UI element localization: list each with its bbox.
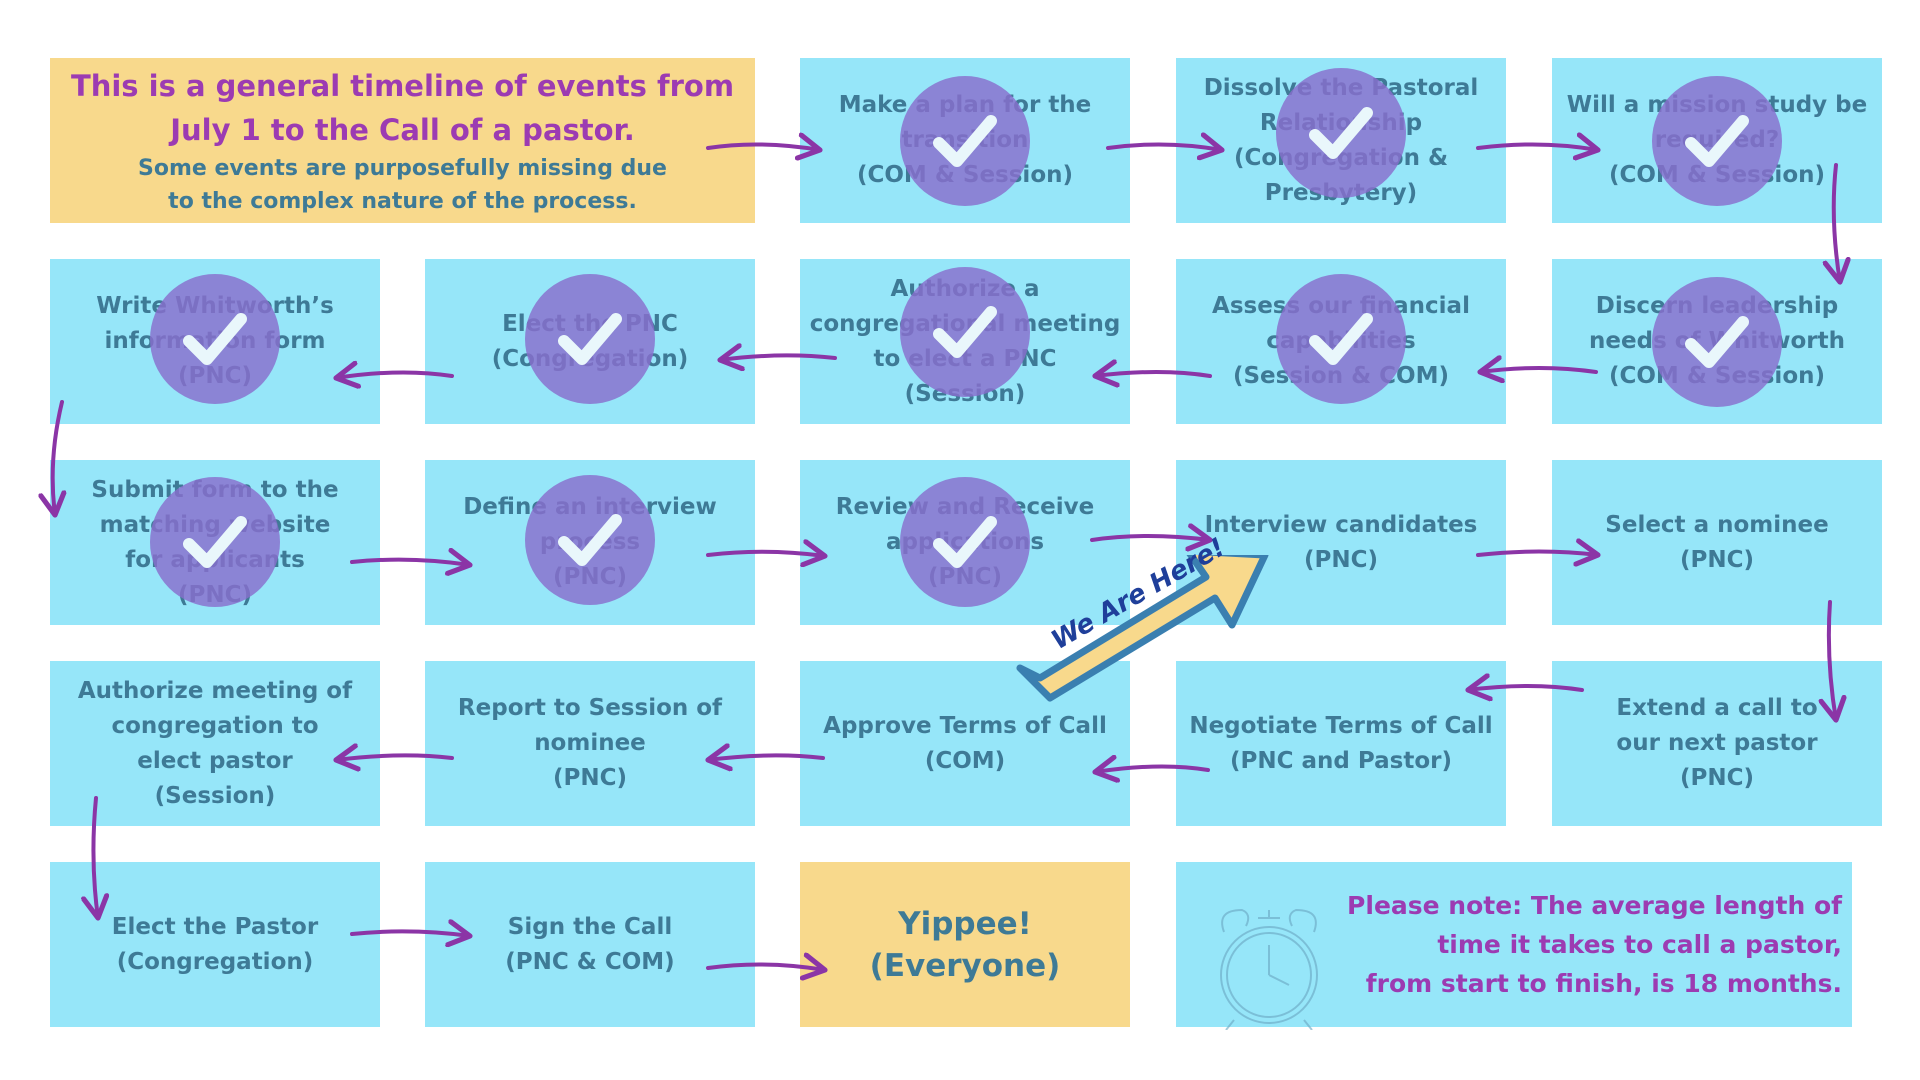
arrow-step14-to-step15 (1468, 686, 1584, 690)
step-19-line-2: (Congregation) (116, 948, 314, 975)
intro-subtitle-line-2: to the complex nature of the process. (168, 188, 637, 214)
arrow-step11-to-step12 (1090, 536, 1210, 540)
arrow-step12-to-step13 (1476, 552, 1598, 556)
intro-title-line-2: July 1 to the Call of a pastor. (170, 112, 635, 147)
arrow-step8-to-step9 (53, 400, 62, 515)
note-line-1: Please note: The average length of (1347, 891, 1842, 920)
alarm-clock-icon (1220, 908, 1318, 1030)
step-18-line-4: (Session) (154, 782, 276, 809)
arrow-step7-to-step8 (336, 372, 454, 378)
step-box-4: Discern leadershipneeds of Whitworth(COM… (1552, 259, 1882, 424)
step-box-16: Approve Terms of Call (COM) (800, 661, 1130, 826)
arrow-step13-to-step14 (1829, 600, 1836, 720)
step-box-19: Elect the Pastor (Congregation) (50, 862, 380, 1027)
step-13-line-1: Select a nominee (1605, 511, 1829, 538)
step-20-line-2: (PNC & COM) (505, 948, 675, 975)
step-15-line-1: Negotiate Terms of Call (1189, 712, 1493, 739)
step-13-line-2: (PNC) (1679, 546, 1754, 573)
arrow-step20-to-final (706, 964, 825, 970)
step-box-2: Dissolve the PastoralRelationship(Congre… (1176, 58, 1506, 223)
arrow-step4-to-step5 (1480, 368, 1598, 372)
note-line-3: from start to finish, is 18 months. (1365, 969, 1842, 998)
checkmark-icon (900, 477, 1030, 607)
arrow-step6-to-step7 (720, 355, 837, 360)
note-line-2: time it takes to call a pastor, (1437, 930, 1842, 959)
step-17-line-2: nominee (534, 730, 646, 756)
intro-subtitle-line-1: Some events are purposefully missing due (138, 155, 667, 181)
step-17-line-3: (PNC) (552, 765, 627, 791)
step-12-line-2: (PNC) (1303, 546, 1378, 573)
step-17-line-1: Report to Session of (457, 695, 723, 721)
step-box-10: Define an interviewprocess(PNC) (425, 460, 755, 625)
arrow-step19-to-step20 (350, 931, 470, 936)
step-box-14: Extend a call to our next pastor (PNC) (1552, 661, 1882, 826)
step-19-line-1: Elect the Pastor (111, 913, 319, 940)
checkmark-icon (1652, 76, 1782, 206)
arrow-intro-to-step1 (706, 144, 820, 150)
we-are-here-arrow-icon (1016, 555, 1269, 702)
step-box-13: Select a nominee (PNC) (1552, 460, 1882, 625)
checkmark-icon (900, 267, 1030, 397)
checkmark-icon (525, 475, 655, 605)
final-step-box: Yippee! (Everyone) (800, 862, 1130, 1027)
step-box-3: Will a mission study berequired?(COM & S… (1552, 58, 1882, 223)
arrow-step9-to-step10 (350, 560, 470, 565)
step-20-line-1: Sign the Call (507, 913, 673, 940)
intro-box: This is a general timeline of events fro… (50, 58, 755, 223)
step-15-line-2: (PNC and Pastor) (1230, 747, 1452, 774)
arrow-step15-to-step16 (1095, 766, 1210, 772)
arrow-step5-to-step6 (1095, 372, 1212, 376)
step-18-line-3: elect pastor (137, 747, 293, 774)
checkmark-icon (150, 477, 280, 607)
arrow-step17-to-step18 (336, 755, 454, 760)
checkmark-icon (150, 274, 280, 404)
step-box-7: Elect the PNC(Congregation) (425, 259, 755, 424)
final-line-1: Yippee! (898, 905, 1032, 942)
checkmark-icon (525, 274, 655, 404)
final-line-2: (Everyone) (869, 947, 1061, 984)
step-box-15: Negotiate Terms of Call (PNC and Pastor) (1176, 661, 1506, 826)
checkmark-icon (1276, 274, 1406, 404)
note-box: Please note: The average length of time … (1176, 862, 1852, 1030)
arrow-step18-to-step19 (93, 796, 98, 918)
intro-title-line-1: This is a general timeline of events fro… (70, 68, 735, 103)
step-box-8: Write Whitworth’sinformation form(PNC) (50, 259, 380, 424)
checkmark-icon (1652, 277, 1782, 407)
step-14-line-1: Extend a call to (1616, 695, 1818, 721)
checkmark-icon (900, 76, 1030, 206)
arrow-step10-to-step11 (706, 552, 825, 556)
step-18-line-1: Authorize meeting of (77, 677, 353, 704)
step-16-line-2: (COM) (924, 747, 1006, 774)
step-box-12: Interview candidates (PNC) (1176, 460, 1506, 625)
step-box-5: Assess our financialcapabilities(Session… (1176, 259, 1506, 424)
step-box-20: Sign the Call (PNC & COM) (425, 862, 755, 1027)
step-14-line-3: (PNC) (1679, 765, 1754, 791)
step-box-11: Review and Receiveapplications(PNC) (800, 460, 1130, 625)
step-box-18: Authorize meeting of congregation to elect… (50, 661, 380, 826)
step-16-line-1: Approve Terms of Call (823, 712, 1107, 739)
arrow-step3-to-step4 (1834, 163, 1840, 282)
arrow-step16-to-step17 (708, 755, 825, 760)
step-box-17: Report to Session of nominee (PNC) (425, 661, 755, 826)
step-box-1: Make a plan for thetransition(COM & Sess… (800, 58, 1130, 223)
checkmark-icon (1276, 68, 1406, 198)
step-14-line-2: our next pastor (1616, 730, 1818, 756)
step-12-line-1: Interview candidates (1204, 511, 1478, 538)
arrow-step1-to-step2 (1106, 144, 1222, 150)
step-18-line-2: congregation to (111, 712, 319, 739)
arrow-step2-to-step3 (1476, 144, 1598, 150)
